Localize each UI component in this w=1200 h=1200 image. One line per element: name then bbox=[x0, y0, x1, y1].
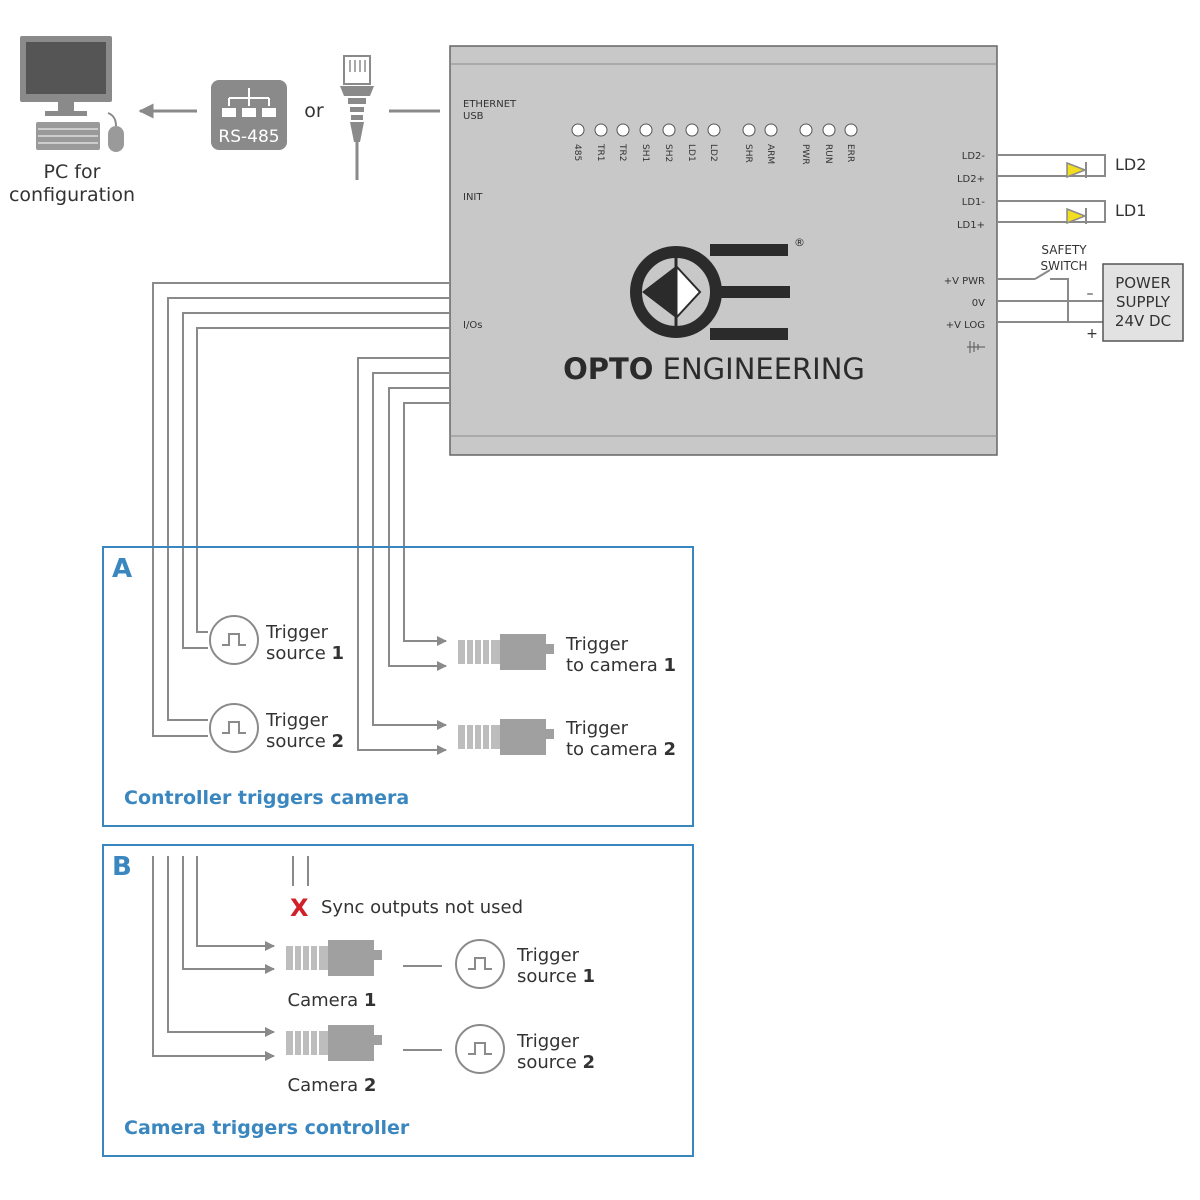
camera-1-icon bbox=[457, 633, 555, 671]
panel-b bbox=[102, 844, 694, 1157]
led-ld2 bbox=[707, 123, 721, 137]
led-label: SH2 bbox=[663, 144, 673, 162]
led-pwr bbox=[799, 123, 813, 137]
led-ld1 bbox=[685, 123, 699, 137]
b-camera-2-label: Camera 2 bbox=[288, 1075, 377, 1096]
panel-a-letter: A bbox=[112, 554, 132, 584]
a-camera-1-line1: Trigger bbox=[565, 634, 629, 655]
or-text: or bbox=[304, 100, 324, 122]
pc-label-line1: PC for bbox=[44, 161, 101, 183]
port-ethernet-label: ETHERNET bbox=[463, 99, 517, 110]
power-supply-line2: SUPPLY bbox=[1116, 293, 1171, 311]
mouse-icon bbox=[108, 126, 124, 152]
a-camera-1-line2: to camera 1 bbox=[566, 655, 676, 676]
led-label: ARM bbox=[765, 144, 775, 164]
io-wiring-b bbox=[152, 856, 442, 1061]
a-trigger-source-1-line2: source 1 bbox=[266, 643, 344, 664]
led-label: TR2 bbox=[617, 143, 627, 161]
logo-text: OPTO ENGINEERING bbox=[563, 352, 865, 386]
led-row bbox=[571, 123, 858, 137]
port-ld1-plus: LD1+ bbox=[957, 220, 985, 231]
port-init-label: INIT bbox=[463, 192, 483, 203]
trigger-source-2-icon bbox=[209, 703, 259, 753]
led-label: RUN bbox=[823, 144, 833, 164]
led-label: ERR bbox=[845, 144, 855, 162]
network-icon bbox=[222, 88, 276, 117]
led-label: 485 bbox=[572, 144, 582, 161]
pc-label-line2: configuration bbox=[9, 184, 135, 206]
rs485-box: RS-485 bbox=[211, 80, 287, 150]
b-trigger-source-1-line2: source 1 bbox=[517, 966, 595, 987]
port-0v: 0V bbox=[972, 298, 985, 309]
led-label: LD1 bbox=[686, 144, 696, 162]
a-trigger-source-2-line2: source 2 bbox=[266, 731, 344, 752]
ground-icon bbox=[967, 341, 985, 353]
cross-icon: X bbox=[290, 894, 309, 922]
port-ld2-minus: LD2- bbox=[962, 151, 986, 162]
panel-b-letter: B bbox=[112, 852, 132, 882]
power-supply-box: POWER SUPPLY 24V DC bbox=[1102, 263, 1184, 342]
camera-b2-icon bbox=[285, 1024, 383, 1062]
led-run bbox=[822, 123, 836, 137]
led-label: LD2 bbox=[708, 144, 718, 162]
rs485-label: RS-485 bbox=[218, 127, 279, 147]
a-trigger-source-1-line1: Trigger bbox=[265, 622, 329, 643]
port-ios-label: I/Os bbox=[463, 320, 482, 331]
port-vpwr: +V PWR bbox=[944, 276, 985, 287]
power-supply-line3: 24V DC bbox=[1115, 312, 1171, 330]
led-485 bbox=[571, 123, 585, 137]
diode-ld1 bbox=[1066, 207, 1088, 225]
camera-2-icon bbox=[457, 718, 555, 756]
led-sh2 bbox=[662, 123, 676, 137]
sync-not-used-label: Sync outputs not used bbox=[321, 897, 523, 918]
b-trigger-source-2-line2: source 2 bbox=[517, 1052, 595, 1073]
safety-switch-label-line1: SAFETY bbox=[1041, 243, 1087, 257]
a-camera-2-line2: to camera 2 bbox=[566, 739, 676, 760]
opto-engineering-logo: ® bbox=[630, 236, 805, 340]
psu-plus: + bbox=[1086, 326, 1098, 342]
led-sh1 bbox=[639, 123, 653, 137]
safety-switch-label-line2: SWITCH bbox=[1040, 259, 1087, 273]
ld-wiring bbox=[997, 154, 1106, 223]
diode-ld2 bbox=[1066, 161, 1088, 179]
port-ld1-minus: LD1- bbox=[962, 197, 986, 208]
b-trigger-source-1-line1: Trigger bbox=[516, 945, 580, 966]
power-supply-line1: POWER bbox=[1115, 274, 1171, 292]
port-usb-label: USB bbox=[463, 111, 484, 122]
psu-minus: – bbox=[1087, 286, 1094, 302]
led-label: SH1 bbox=[640, 144, 650, 162]
led-shr bbox=[742, 123, 756, 137]
led-tr2 bbox=[616, 123, 630, 137]
port-ld2-plus: LD2+ bbox=[957, 174, 985, 185]
led-label: TR1 bbox=[595, 143, 605, 161]
light-ld2-label: LD2 bbox=[1115, 155, 1146, 174]
camera-b1-icon bbox=[285, 939, 383, 977]
b-trigger-source-1-icon bbox=[455, 939, 505, 989]
a-trigger-source-2-line1: Trigger bbox=[265, 710, 329, 731]
led-labels: 485 TR1 TR2 SH1 SH2 LD1 LD2 SHR ARM PWR … bbox=[572, 143, 855, 165]
led-label: PWR bbox=[800, 144, 810, 165]
b-trigger-source-2-icon bbox=[455, 1024, 505, 1074]
led-err bbox=[844, 123, 858, 137]
led-tr1 bbox=[594, 123, 608, 137]
pc-icon bbox=[20, 36, 124, 152]
io-wiring-a bbox=[152, 282, 450, 755]
b-trigger-source-2-line1: Trigger bbox=[516, 1031, 580, 1052]
a-camera-2-line1: Trigger bbox=[565, 718, 629, 739]
power-wiring bbox=[997, 269, 1103, 323]
logo-registered-mark: ® bbox=[794, 236, 805, 249]
panel-b-caption: Camera triggers controller bbox=[124, 1117, 410, 1139]
ethernet-plug-icon bbox=[340, 55, 374, 180]
panel-a-caption: Controller triggers camera bbox=[124, 787, 409, 809]
light-ld1-label: LD1 bbox=[1115, 201, 1146, 220]
panel-a bbox=[102, 546, 694, 827]
led-arm bbox=[764, 123, 778, 137]
trigger-source-1-icon bbox=[209, 615, 259, 665]
port-vlog: +V LOG bbox=[946, 320, 985, 331]
led-label: SHR bbox=[743, 144, 753, 163]
b-camera-1-label: Camera 1 bbox=[288, 990, 377, 1011]
